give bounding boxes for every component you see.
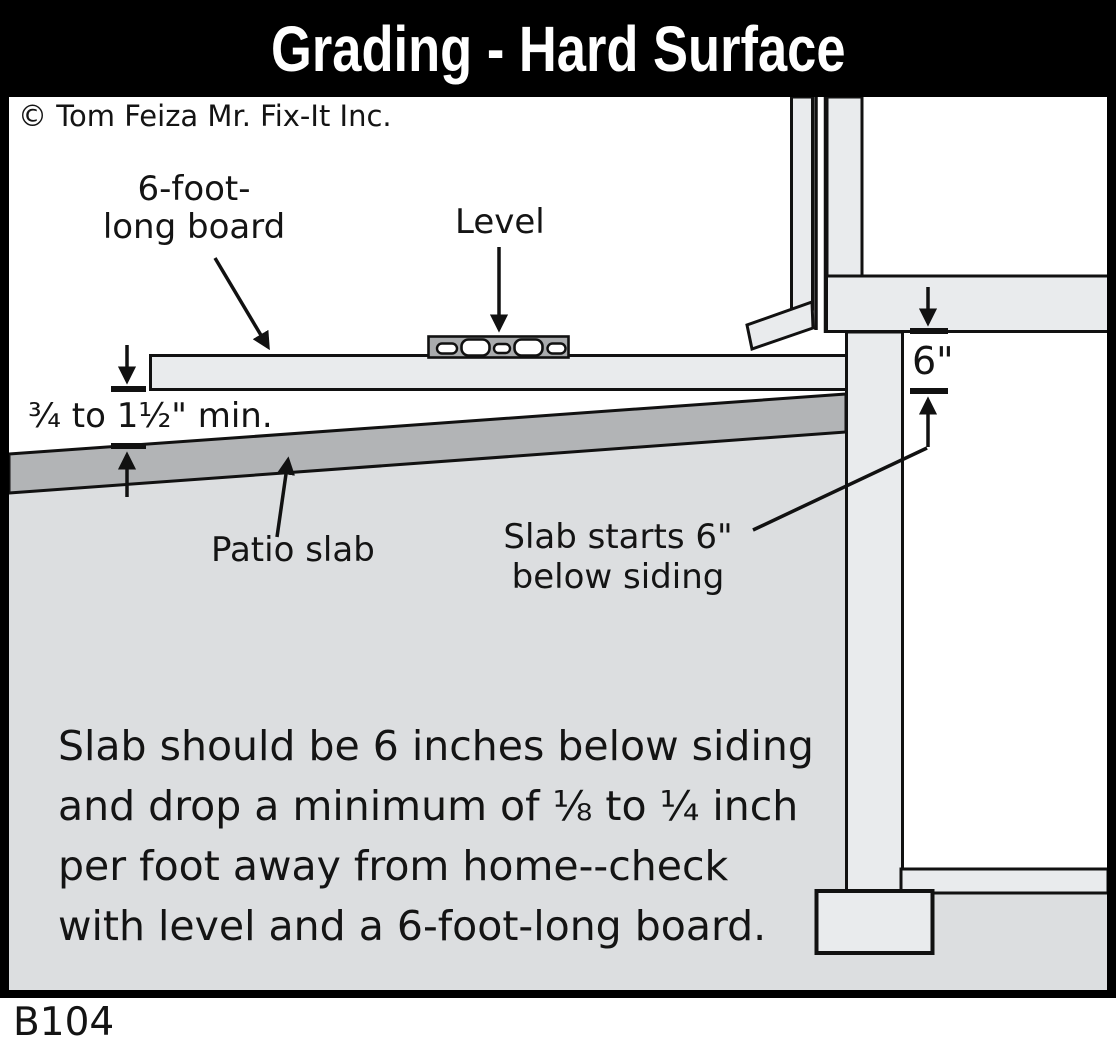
note-line-3: per foot away from home--check [58,842,729,890]
level-body-vial-right [513,338,544,357]
siding-panel-shape [790,95,814,311]
title-bar: Grading - Hard Surface [0,0,1116,97]
slab-start-leader-line [752,446,928,532]
board-callout-arrow [213,257,270,351]
wall-framing-shape [825,95,864,280]
level-callout-label: Level [455,202,545,242]
note-line-4: with level and a 6-foot-long board. [58,902,767,950]
footing-shape [814,889,935,955]
ground-soil-shape [9,432,1107,990]
board-callout-line1: 6-foot- [137,169,251,209]
level-shape [427,335,570,359]
siding-clearance-label: 6" [912,339,954,383]
explanatory-note: Slab should be 6 inches below siding and… [58,716,858,956]
note-line-1: Slab should be 6 inches below siding [58,722,814,770]
patio-slab-label: Patio slab [211,530,375,570]
frame-border-right [1107,97,1116,998]
page-title: Grading - Hard Surface [270,12,846,85]
level-body-vial-left [460,338,491,357]
patio-slab-callout-arrow [275,456,295,538]
frame-border-left [0,97,9,998]
figure-code-label: B104 [13,1000,115,1045]
note-line-2: and drop a minimum of ⅛ to ¼ inch [58,782,799,830]
level-end-vial-right [546,342,567,355]
slab-start-callout-label: Slab starts 6" below siding [455,517,781,597]
level-end-vial-left [435,342,459,355]
board-shape [149,354,848,391]
board-callout-label: 6-foot- long board [98,170,290,246]
min-drop-dimension-label: ¾ to 1½" min. [28,396,273,436]
level-center-vial [492,342,512,355]
board-callout-line2: long board [102,207,286,247]
frame-border-bottom [0,990,1116,998]
copyright-text: © Tom Feiza Mr. Fix-It Inc. [18,99,392,133]
slab-start-line1: Slab starts 6" [503,517,733,557]
floor-band-shape [825,274,1110,333]
siding-flare-shape [745,299,815,351]
slab-start-line2: below siding [511,557,725,597]
